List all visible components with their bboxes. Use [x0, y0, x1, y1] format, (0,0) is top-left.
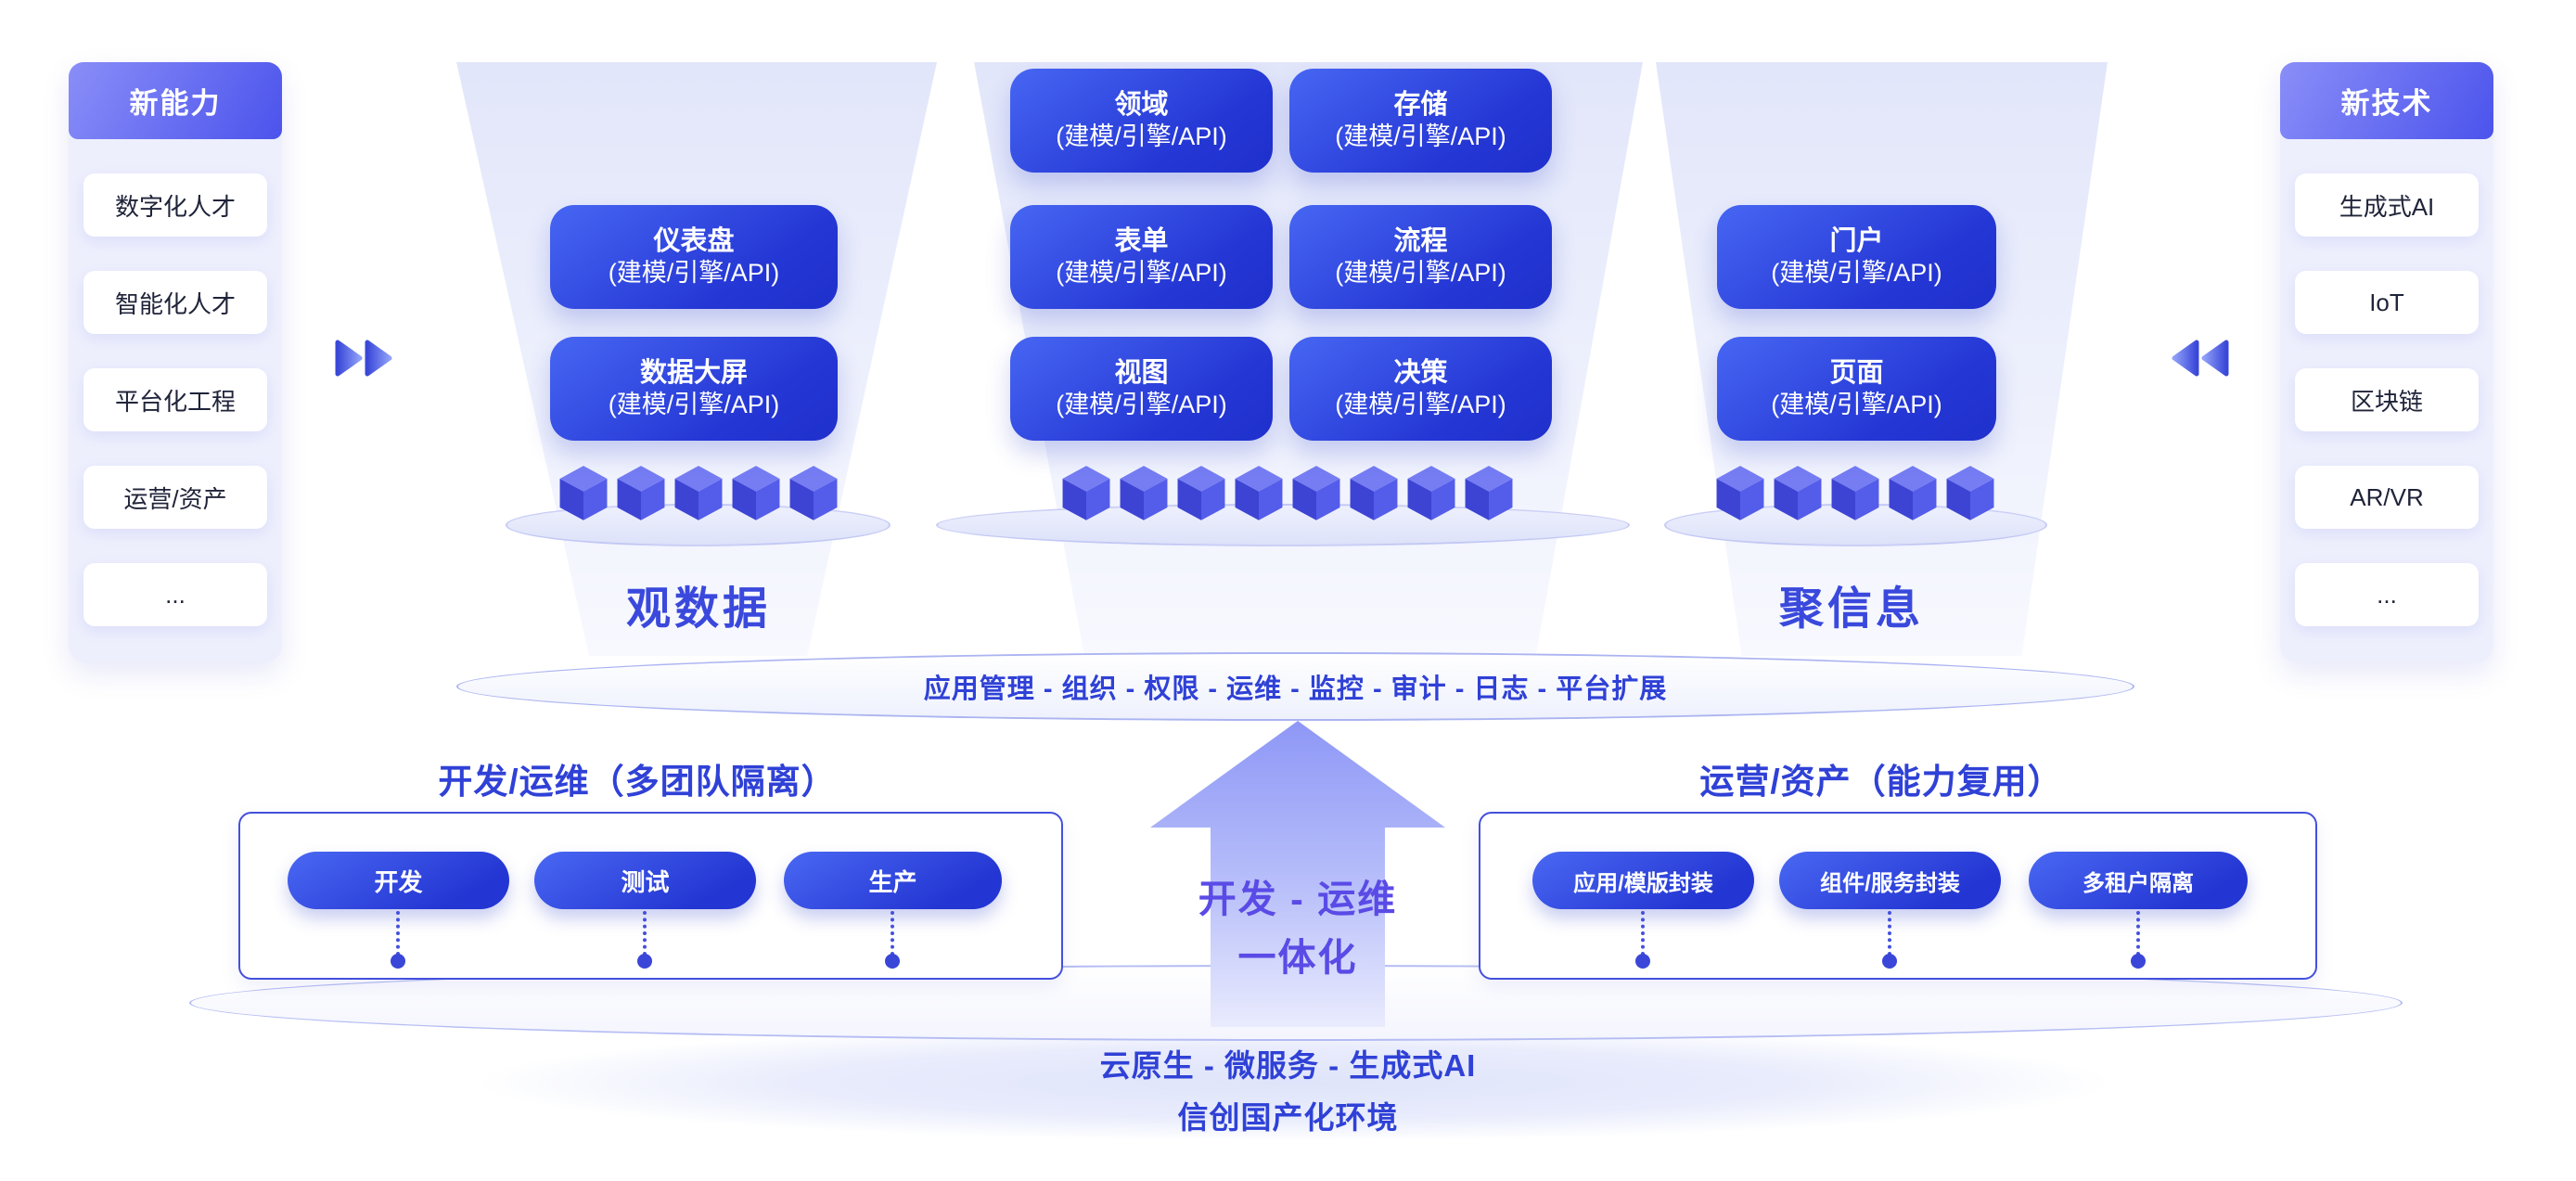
model-card-subtitle: (建模/引擎/API) [1335, 390, 1506, 418]
cube-icon [674, 466, 723, 520]
model-card-subtitle: (建模/引擎/API) [1335, 258, 1506, 287]
model-card-title: 门户 [1829, 225, 1884, 256]
panel-header: 新技术 [2280, 62, 2493, 139]
pill-test: 测试 [534, 852, 756, 909]
panel-new-technologies: 新技术 生成式AI IoT 区块链 AR/VR ... [2280, 62, 2493, 662]
cube-row-left [555, 465, 842, 522]
funnel-label-data: 观数据 [625, 584, 771, 634]
connector-dot [391, 954, 405, 969]
model-card-title: 存储 [1393, 89, 1448, 120]
model-card-title: 流程 [1393, 225, 1448, 256]
panel-item: 数字化人才 [83, 173, 267, 237]
cube-row-right [1711, 465, 1999, 522]
funnel-label-info: 聚信息 [1778, 584, 1924, 634]
cube-icon [559, 466, 608, 520]
dotted-connector [1641, 911, 1645, 956]
panel-item: 平台化工程 [83, 368, 267, 431]
model-card-form: 表单 (建模/引擎/API) [1010, 205, 1273, 309]
cube-icon [1120, 466, 1167, 520]
pill-app-template: 应用/模版封装 [1532, 852, 1754, 909]
connector-dot [1635, 954, 1650, 969]
cube-icon [1235, 466, 1282, 520]
cube-icon [789, 466, 838, 520]
panel-item: 运营/资产 [83, 466, 267, 529]
cube-platform-center [936, 504, 1630, 546]
cube-icon [1177, 466, 1224, 520]
model-card-title: 数据大屏 [639, 357, 748, 388]
panel-item: ... [2295, 563, 2479, 626]
model-card-title: 表单 [1114, 225, 1169, 256]
section-title-operations: 运营/资产（能力复用） [1699, 763, 2063, 801]
cube-icon [1350, 466, 1397, 520]
model-card-title: 视图 [1114, 357, 1169, 388]
panel-item: IoT [2295, 271, 2479, 334]
dotted-connector [2136, 911, 2140, 956]
model-card-title: 领域 [1114, 89, 1169, 120]
arrow-text-line2: 一体化 [1237, 936, 1358, 979]
model-card-portal: 门户 (建模/引擎/API) [1717, 205, 1996, 309]
cube-icon [1716, 466, 1764, 520]
cube-icon [1831, 466, 1879, 520]
cube-row-center [1057, 465, 1518, 522]
connector-dot [1882, 954, 1897, 969]
model-card-subtitle: (建模/引擎/API) [1056, 390, 1227, 418]
model-card-subtitle: (建模/引擎/API) [1056, 122, 1227, 150]
panel-item: 生成式AI [2295, 173, 2479, 237]
connector-dot [885, 954, 900, 969]
model-card-subtitle: (建模/引擎/API) [1056, 258, 1227, 287]
panel-item: 区块链 [2295, 368, 2479, 431]
panel-new-capabilities: 新能力 数字化人才 智能化人才 平台化工程 运营/资产 ... [69, 62, 282, 662]
base-text-cloudnative: 云原生 - 微服务 - 生成式AI [1099, 1048, 1477, 1083]
pill-multitenant: 多租户隔离 [2029, 852, 2248, 909]
panel-item: 智能化人才 [83, 271, 267, 334]
arrow-text-line1: 开发 - 运维 [1198, 878, 1398, 920]
model-card-storage: 存储 (建模/引擎/API) [1289, 69, 1552, 173]
dotted-connector [396, 911, 400, 956]
dotted-connector [1888, 911, 1891, 956]
double-chevron-left-icon [2169, 339, 2230, 382]
cube-icon [1465, 466, 1512, 520]
cube-icon [617, 466, 665, 520]
double-chevron-right-icon [334, 339, 395, 382]
connector-dot [637, 954, 652, 969]
model-card-view: 视图 (建模/引擎/API) [1010, 337, 1273, 441]
integration-arrow [1150, 721, 1445, 1027]
cube-icon [1889, 466, 1937, 520]
model-card-title: 仪表盘 [653, 225, 735, 256]
model-card-title: 决策 [1393, 357, 1448, 388]
pill-production: 生产 [784, 852, 1002, 909]
model-card-subtitle: (建模/引擎/API) [608, 258, 780, 287]
platform-services-text: 应用管理 - 组织 - 权限 - 运维 - 监控 - 审计 - 日志 - 平台扩… [923, 674, 1668, 704]
cube-icon [1062, 466, 1109, 520]
panel-item: AR/VR [2295, 466, 2479, 529]
pill-component-service: 组件/服务封装 [1779, 852, 2001, 909]
connector-dot [2131, 954, 2146, 969]
cube-icon [1407, 466, 1455, 520]
platform-services-band: 应用管理 - 组织 - 权限 - 运维 - 监控 - 审计 - 日志 - 平台扩… [456, 652, 2134, 721]
cube-icon [732, 466, 780, 520]
model-card-subtitle: (建模/引擎/API) [608, 390, 780, 418]
model-card-datascreen: 数据大屏 (建模/引擎/API) [550, 337, 838, 441]
pill-develop: 开发 [288, 852, 509, 909]
section-title-devops: 开发/运维（多团队隔离） [438, 763, 837, 801]
dotted-connector [891, 911, 894, 956]
panel-header: 新能力 [69, 62, 282, 139]
cube-icon [1946, 466, 1994, 520]
cube-icon [1292, 466, 1339, 520]
cube-icon [1774, 466, 1822, 520]
model-card-decision: 决策 (建模/引擎/API) [1289, 337, 1552, 441]
base-text-xinchuang: 信创国产化环境 [1177, 1100, 1399, 1135]
model-card-subtitle: (建模/引擎/API) [1771, 390, 1942, 418]
model-card-dashboard: 仪表盘 (建模/引擎/API) [550, 205, 838, 309]
model-card-process: 流程 (建模/引擎/API) [1289, 205, 1552, 309]
model-card-subtitle: (建模/引擎/API) [1771, 258, 1942, 287]
panel-item: ... [83, 563, 267, 626]
model-card-domain: 领域 (建模/引擎/API) [1010, 69, 1273, 173]
model-card-page: 页面 (建模/引擎/API) [1717, 337, 1996, 441]
model-card-title: 页面 [1829, 357, 1884, 388]
model-card-subtitle: (建模/引擎/API) [1335, 122, 1506, 150]
dotted-connector [643, 911, 647, 956]
